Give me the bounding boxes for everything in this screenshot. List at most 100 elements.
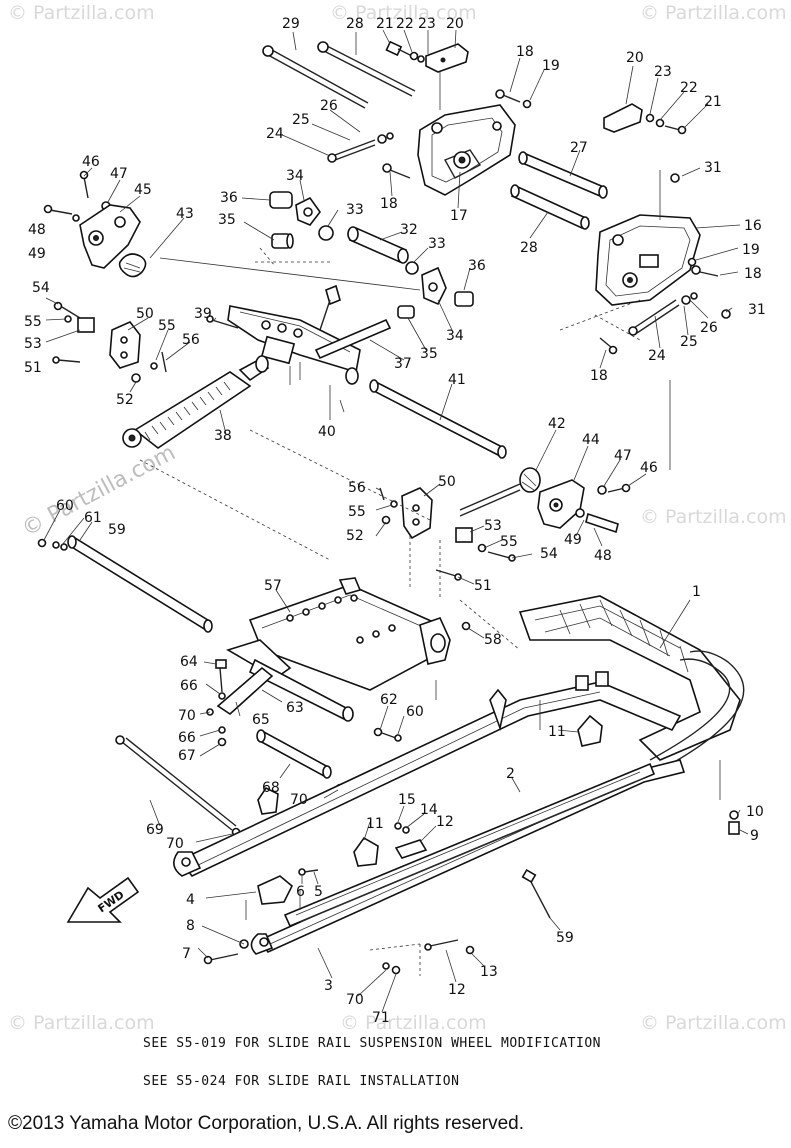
slide-rail-upper — [173, 671, 682, 878]
hardware-12-14-15 — [394, 822, 428, 859]
arm-57 — [248, 577, 451, 691]
callout-36: 36 — [220, 190, 238, 206]
callout-23-right: 23 — [654, 64, 672, 80]
callout-54-right: 54 — [540, 546, 558, 562]
washer-66-top — [218, 692, 226, 700]
callout-25-right: 25 — [680, 334, 698, 350]
callout-15: 15 — [398, 792, 416, 808]
washer-55-right — [477, 543, 487, 553]
fwd-arrow-icon: FWD — [66, 876, 140, 923]
callout-53: 53 — [24, 336, 42, 352]
nut-31-top — [659, 170, 680, 220]
bracket-11-right — [577, 714, 603, 747]
watermark-top-right: © Partzilla.com — [640, 2, 787, 24]
note-wheel-modification: SEE S5-019 FOR SLIDE RAIL SUSPENSION WHE… — [143, 1036, 601, 1051]
track-1 — [518, 595, 745, 771]
collar-32 — [347, 226, 409, 264]
callout-47: 47 — [110, 166, 128, 182]
callout-70-bottom: 70 — [346, 992, 364, 1008]
callout-35: 35 — [218, 212, 236, 228]
washer-49 — [72, 214, 80, 222]
bracket-45 — [79, 204, 141, 269]
spring-42 — [459, 467, 541, 517]
pin-56-center — [379, 487, 385, 501]
bolt-61-62-right — [373, 727, 402, 742]
arm-63 — [216, 639, 354, 722]
callout-53-center: 53 — [484, 518, 502, 534]
callout-59: 59 — [556, 930, 574, 946]
suspension-frame-16 — [595, 214, 701, 306]
callout-54: 54 — [32, 280, 50, 296]
callout-55: 55 — [24, 314, 42, 330]
bolt-21-22-23 — [385, 40, 425, 63]
long-bolt-29 — [317, 41, 416, 97]
callout-22-right: 22 — [680, 80, 698, 96]
callout-61-right: 60 — [406, 704, 424, 720]
callout-27: 27 — [570, 140, 588, 156]
watermark-bottom-left: © Partzilla.com — [8, 1012, 155, 1034]
leader — [409, 536, 521, 651]
long-bolt-30 — [262, 45, 369, 109]
callout-58: 58 — [484, 632, 502, 648]
callout-42: 42 — [548, 416, 566, 432]
arm-34-right — [421, 266, 447, 306]
bolt-46-right — [607, 483, 631, 493]
callout-24: 24 — [266, 126, 284, 142]
watermark-top-center: © Partzilla.com — [330, 2, 477, 24]
callout-22: 22 — [396, 16, 414, 32]
callout-41: 41 — [448, 372, 466, 388]
leader — [139, 429, 441, 600]
callout-6: 6 — [296, 884, 305, 900]
bolt-9-10 — [728, 810, 740, 835]
callout-24-right: 24 — [648, 348, 666, 364]
bolt-48 — [43, 204, 73, 215]
pin-39 — [206, 315, 239, 329]
callout-43: 43 — [176, 206, 194, 222]
callout-28: 28 — [520, 240, 538, 256]
callout-2: 2 — [506, 766, 515, 782]
callout-8: 8 — [186, 918, 195, 934]
long-bolt-69 — [115, 735, 237, 831]
suspension-frame-17 — [417, 104, 516, 196]
callout-52: 52 — [116, 392, 134, 408]
spring-43 — [118, 253, 147, 278]
bolt-54-right — [487, 551, 516, 562]
callout-18: 18 — [516, 44, 534, 60]
callout-70-tube: 70 — [290, 792, 308, 808]
callout-38: 38 — [214, 428, 232, 444]
arm-34-left — [295, 196, 321, 226]
bushing-36-left — [269, 191, 293, 209]
washer-55-center — [390, 500, 398, 508]
callout-34-b: 34 — [446, 328, 464, 344]
callout-49-right: 49 — [564, 532, 582, 548]
watermark-bottom-center: © Partzilla.com — [340, 1012, 487, 1034]
block-53-center — [455, 527, 473, 543]
callout-66-b: 66 — [178, 730, 196, 746]
bracket-11-left — [353, 836, 379, 867]
leader — [559, 299, 641, 341]
callout-12: 12 — [436, 814, 454, 830]
callout-45: 45 — [134, 182, 152, 198]
bracket-44 — [537, 479, 585, 529]
callout-12-bottom: 12 — [448, 982, 466, 998]
callout-13: 13 — [480, 964, 498, 980]
callout-36-b: 36 — [468, 258, 486, 274]
shaft-60 — [67, 535, 213, 633]
washer-33-right — [405, 261, 419, 275]
callout-55-right: 55 — [500, 534, 518, 550]
callout-47-right: 47 — [614, 448, 632, 464]
callout-30: 29 — [282, 16, 300, 32]
washer-47-right — [597, 485, 607, 495]
shaft-27 — [518, 151, 608, 199]
pin-56-left — [150, 351, 167, 373]
callout-31: 31 — [704, 160, 722, 176]
callout-51-center: 51 — [474, 578, 492, 594]
callout-9: 9 — [750, 828, 759, 844]
callout-25: 25 — [292, 112, 310, 128]
callout-7: 7 — [182, 946, 191, 962]
bolt-24-top — [327, 132, 394, 163]
leader — [255, 247, 330, 267]
callout-33: 33 — [346, 202, 364, 218]
callout-21-right: 21 — [704, 94, 722, 110]
shaft-28 — [510, 184, 590, 230]
